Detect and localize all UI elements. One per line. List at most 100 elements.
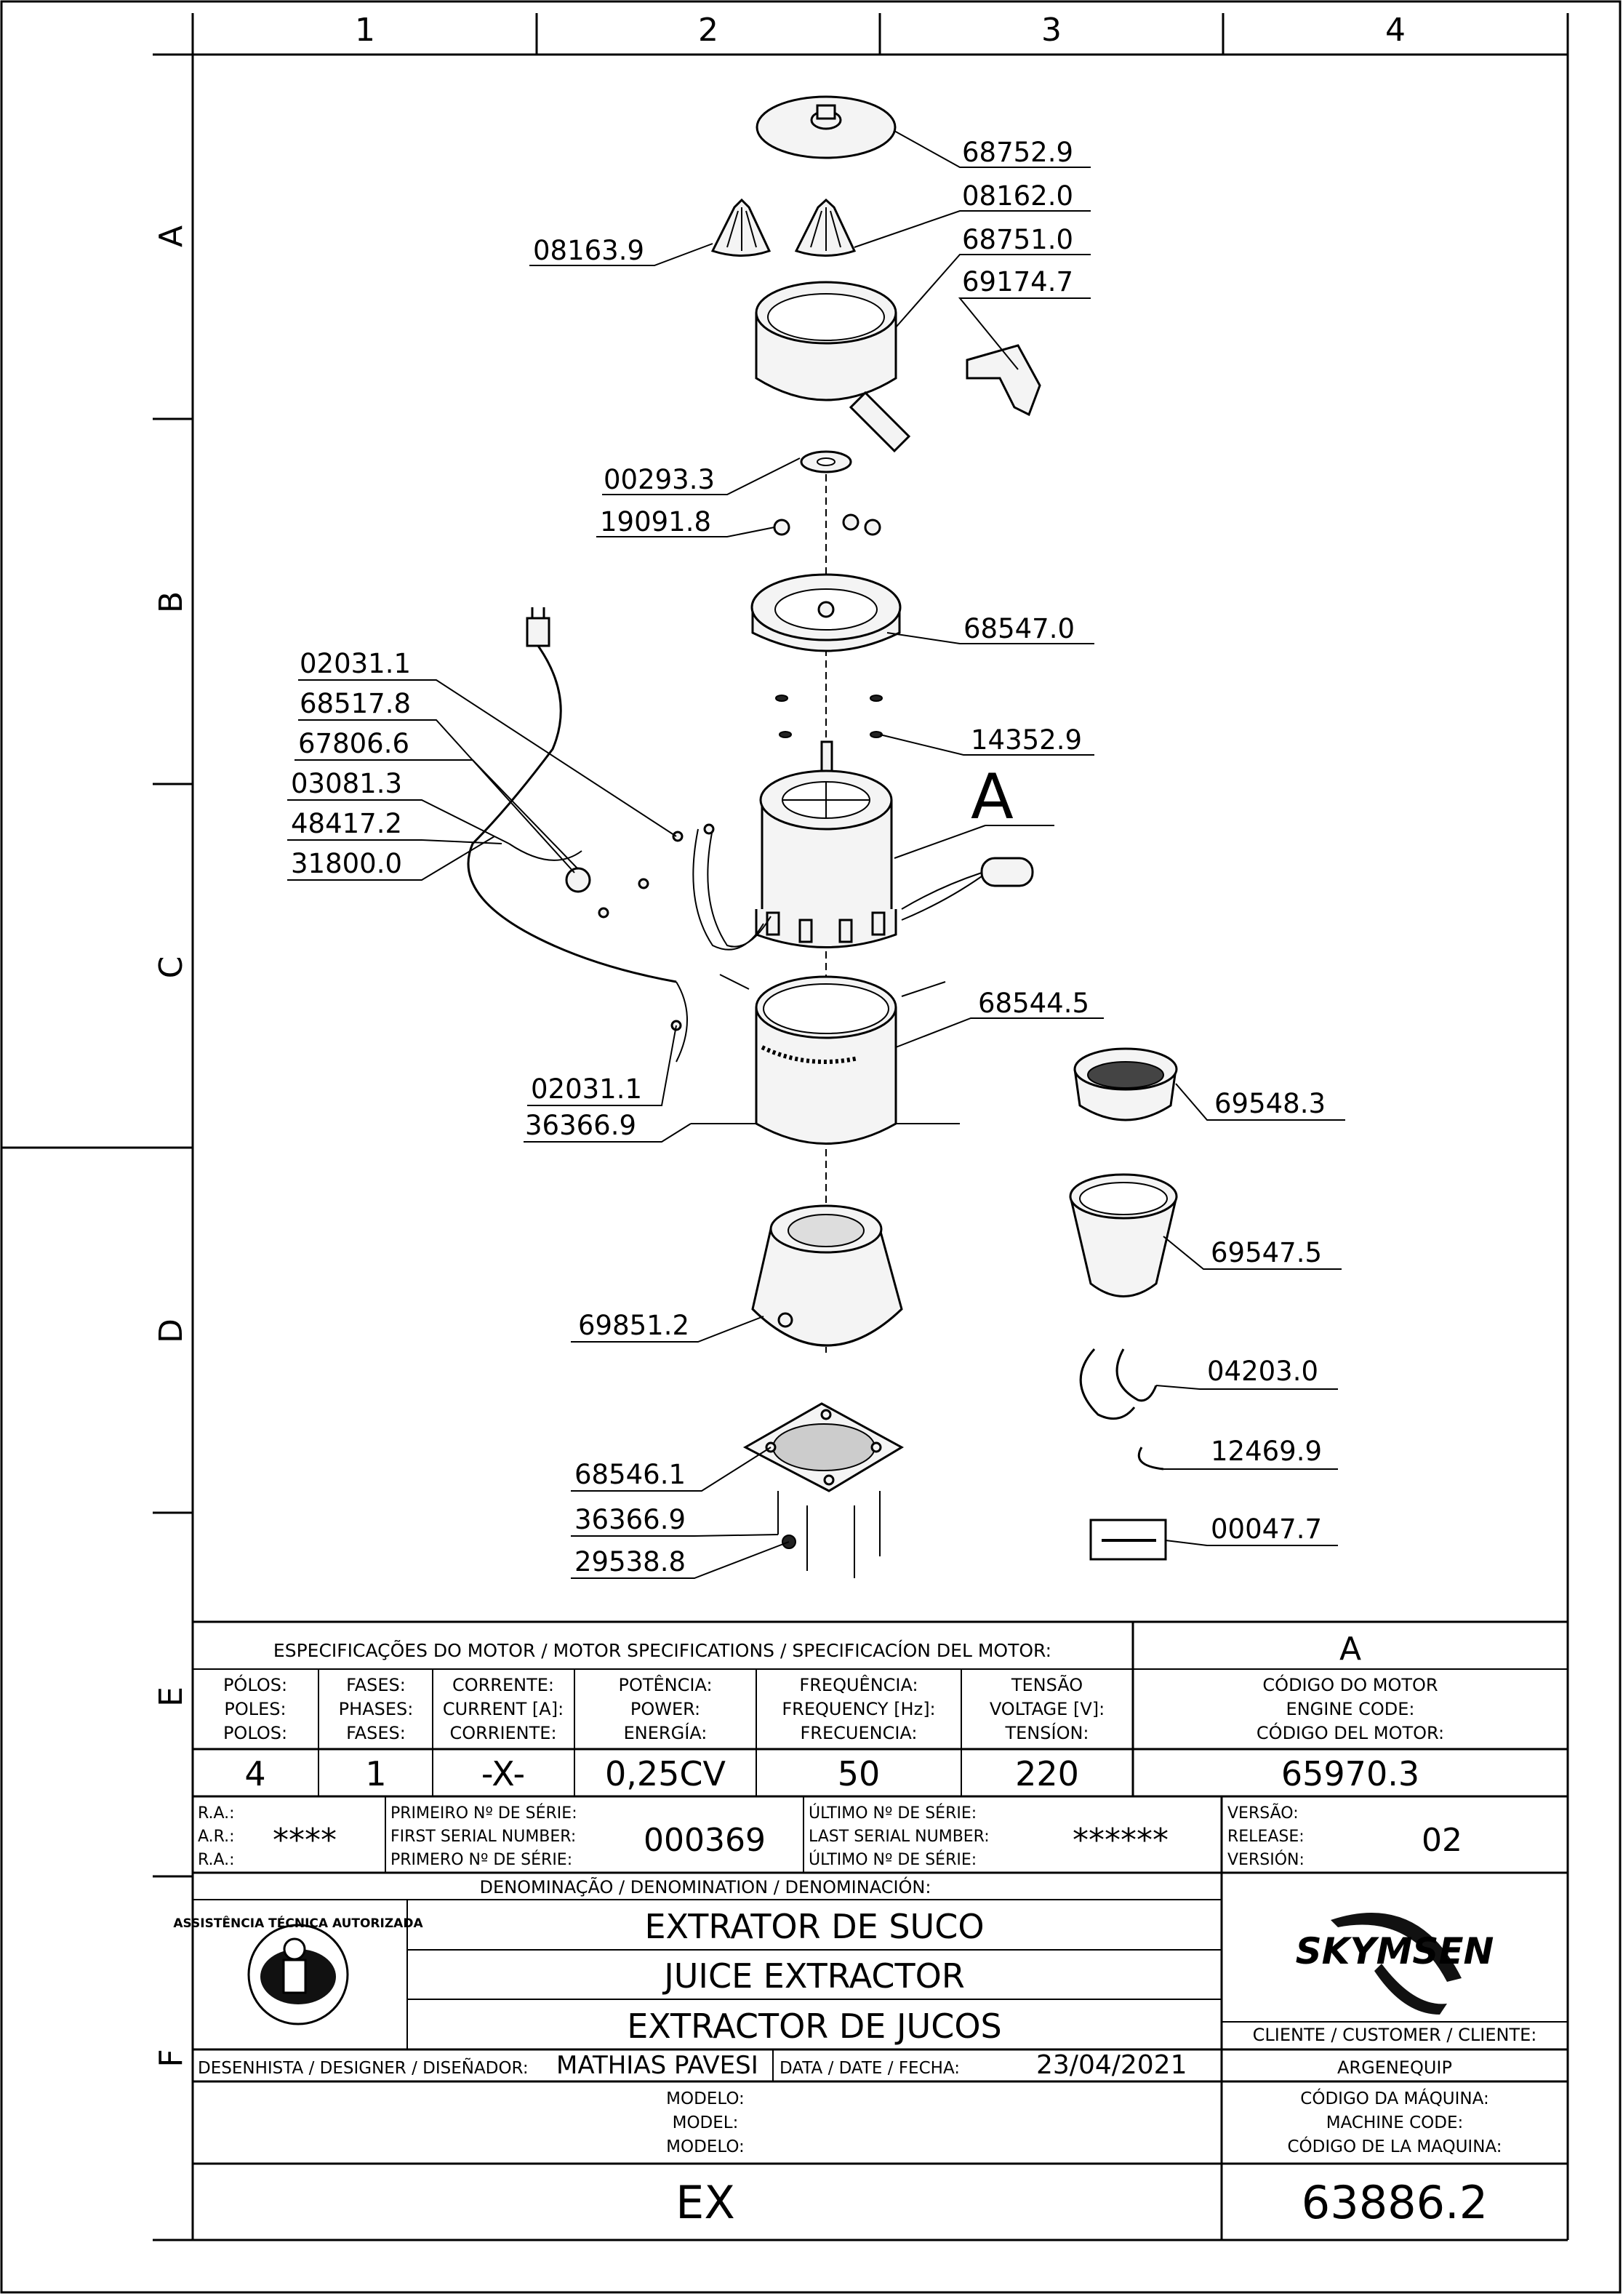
reamer-large-part — [794, 198, 857, 257]
version-label-es: VERSIÓN: — [1227, 1850, 1305, 1869]
part-callout: 68544.5 — [978, 988, 1089, 1019]
first-serial-value: 000369 — [644, 1822, 766, 1859]
spacer-parts — [775, 695, 883, 738]
designer-label: DESENHISTA / DESIGNER / DISEÑADOR: — [198, 2057, 529, 2078]
header-phases-en: PHASES: — [339, 1699, 414, 1719]
authorized-service-seal: ASSISTÊNCIA TÉCNICA AUTORIZADA — [173, 1915, 423, 2025]
motor-reference-label: A — [971, 761, 1014, 833]
base-part — [751, 1204, 903, 1347]
value-phases: 1 — [365, 1754, 386, 1793]
model-label: MODELO: — [666, 2089, 745, 2108]
grid-row-label: D — [153, 1319, 190, 1343]
part-callout: 69174.7 — [962, 266, 1073, 297]
model-value: EX — [676, 2176, 735, 2229]
part-callout: 68517.8 — [300, 688, 411, 719]
part-callout: 14352.9 — [971, 724, 1082, 756]
exploded-view: A — [467, 95, 1178, 1578]
part-callout: 67806.6 — [298, 728, 409, 759]
grid-row-label: B — [153, 591, 190, 613]
part-callout: 08163.9 — [533, 235, 644, 266]
grid-row-label: A — [153, 225, 190, 247]
motor-spec-title: ESPECIFICAÇÕES DO MOTOR / MOTOR SPECIFIC… — [273, 1639, 1051, 1661]
spring-parts — [1079, 1348, 1164, 1471]
header-voltage: TENSÃO — [1011, 1673, 1083, 1695]
value-frequency: 50 — [838, 1754, 881, 1793]
value-voltage: 220 — [1015, 1754, 1079, 1793]
part-callout: 69851.2 — [578, 1310, 689, 1341]
first-serial-label: PRIMEIRO Nº DE SÉRIE: — [390, 1804, 577, 1823]
part-callout: 04203.0 — [1207, 1356, 1318, 1387]
cup-part — [1069, 1173, 1178, 1297]
header-power-es: ENERGÍA: — [624, 1722, 708, 1743]
date-value: 23/04/2021 — [1036, 2050, 1187, 2080]
skymsen-logo: SKYMSEN — [1296, 1913, 1494, 2015]
seal-text: ASSISTÊNCIA TÉCNICA AUTORIZADA — [173, 1915, 423, 1931]
part-callout: 00047.7 — [1211, 1513, 1322, 1545]
serial-row: R.A.: A.R.: R.A.: PRIMEIRO Nº DE SÉRIE: … — [193, 1796, 1568, 1874]
value-poles: 4 — [244, 1754, 265, 1793]
machine-code-label-en: MACHINE CODE: — [1326, 2113, 1464, 2132]
machine-code-value: 63886.2 — [1302, 2176, 1488, 2229]
last-serial-value: ****** — [1073, 1822, 1169, 1859]
version-label-en: RELEASE: — [1227, 1828, 1305, 1846]
denomination-label: DENOMINAÇÃO / DENOMINATION / DENOMINACIÓ… — [480, 1876, 931, 1897]
part-callout: 08162.0 — [962, 180, 1073, 212]
header-frequency-en: FREQUENCY [Hz]: — [782, 1699, 935, 1719]
part-callout: 03081.3 — [291, 768, 402, 799]
washer-part — [800, 450, 852, 473]
machine-code-label-es: CÓDIGO DE LA MAQUINA: — [1287, 2136, 1502, 2156]
lid-part — [756, 95, 897, 159]
motor-spec-table: ESPECIFICAÇÕES DO MOTOR / MOTOR SPECIFIC… — [193, 1620, 1568, 1798]
part-callout: 48417.2 — [291, 808, 402, 839]
part-callout: 68752.9 — [962, 137, 1073, 168]
part-callout: 02031.1 — [531, 1073, 642, 1105]
header-poles: PÓLOS: — [223, 1673, 287, 1695]
logo-text: SKYMSEN — [1296, 1930, 1494, 1972]
grid-column-label: 2 — [698, 12, 718, 49]
grid-column-label: 1 — [355, 12, 375, 49]
grid-column-label: 4 — [1385, 12, 1406, 49]
grid-column-labels: 1 2 3 4 — [355, 12, 1406, 49]
header-current: CORRENTE: — [452, 1675, 554, 1695]
part-callout: 12469.9 — [1211, 1436, 1322, 1467]
designer-value: MATHIAS PAVESI — [556, 2051, 758, 2080]
date-label: DATA / DATE / FECHA: — [780, 2059, 960, 2078]
header-voltage-es: TENSÍON: — [1004, 1722, 1089, 1743]
grid-column-label: 3 — [1041, 12, 1062, 49]
part-callout: 68547.0 — [963, 613, 1075, 644]
bowl-part — [755, 281, 911, 453]
motor-spec-label: A — [1339, 1631, 1361, 1668]
housing-part — [691, 974, 960, 1145]
header-engine-code-es: CÓDIGO DEL MOTOR: — [1257, 1721, 1444, 1743]
power-cord-part — [467, 607, 772, 1063]
header-frequency-es: FRECUENCIA: — [800, 1723, 917, 1743]
ra-value: **** — [273, 1822, 337, 1859]
last-serial-label-es: ÚLTIMO Nº DE SÉRIE: — [809, 1850, 977, 1869]
header-power: POTÊNCIA: — [618, 1674, 712, 1695]
title-block: DENOMINAÇÃO / DENOMINATION / DENOMINACIÓ… — [173, 1873, 1568, 2241]
product-name-pt: EXTRATOR DE SUCO — [644, 1907, 984, 1946]
capacitor-part — [901, 857, 1034, 921]
grid-row-labels: A B C D E F — [153, 225, 190, 2068]
nut-parts — [773, 513, 881, 536]
client-value: ARGENEQUIP — [1337, 2057, 1452, 2078]
first-serial-label-es: PRIMERO Nº DE SÉRIE: — [390, 1850, 572, 1869]
machine-code-label: CÓDIGO DA MÁQUINA: — [1300, 2088, 1488, 2108]
header-engine-code: CÓDIGO DO MOTOR — [1262, 1673, 1438, 1695]
version-value: 02 — [1422, 1822, 1462, 1859]
header-phases: FASES: — [346, 1675, 406, 1695]
version-label: VERSÃO: — [1227, 1803, 1299, 1823]
part-callout: 36366.9 — [525, 1110, 636, 1141]
last-serial-label-en: LAST SERIAL NUMBER: — [809, 1828, 990, 1846]
model-label-es: MODELO: — [666, 2137, 745, 2156]
header-current-es: CORRIENTE: — [449, 1723, 556, 1743]
grid-row-label: E — [153, 1687, 190, 1707]
header-current-en: CURRENT [A]: — [443, 1699, 564, 1719]
part-callout: 29538.8 — [574, 1546, 686, 1577]
callouts: 68752.9 08162.0 68751.0 69174.7 08163.9 … — [287, 130, 1345, 1579]
reamer-small-part — [710, 198, 772, 257]
last-serial-label: ÚLTIMO Nº DE SÉRIE: — [809, 1804, 977, 1823]
ra-label: R.A.: — [198, 1804, 235, 1823]
header-poles-es: POLOS: — [223, 1723, 287, 1743]
